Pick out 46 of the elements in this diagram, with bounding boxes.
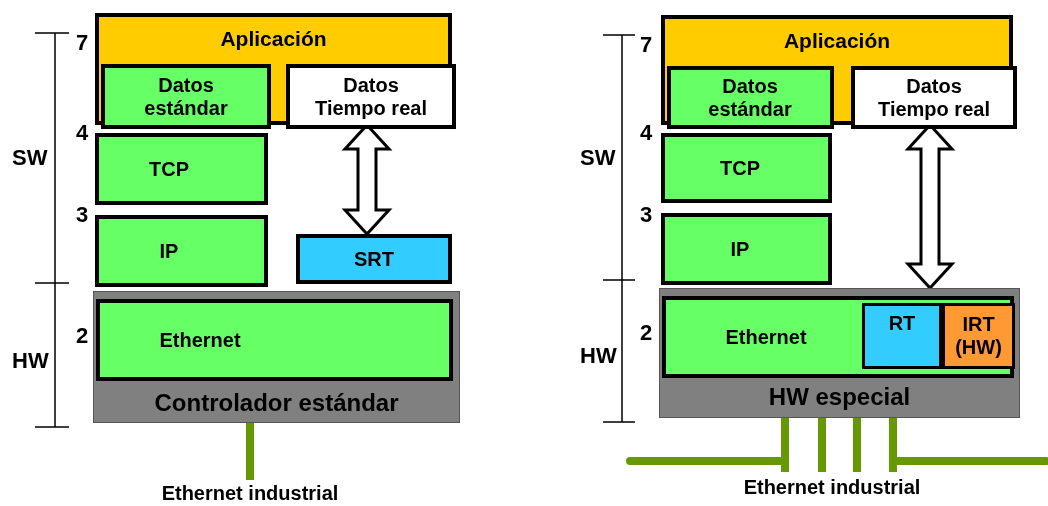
network-label: Ethernet industrial: [743, 475, 921, 499]
layer-label: Datos estándar: [143, 73, 229, 120]
level-label: HW: [12, 348, 49, 374]
layer-label: Datos estándar: [707, 74, 793, 121]
layer-box: [95, 133, 268, 205]
level-label: SW: [12, 145, 48, 171]
layer-box: [851, 66, 1017, 129]
layer-number: 2: [76, 323, 89, 349]
layer-box: [96, 299, 453, 381]
layer-number: 7: [640, 32, 653, 58]
layer-label: Datos Tiempo real: [877, 74, 991, 121]
network-label: Ethernet industrial: [161, 481, 339, 505]
layer-label: Ethernet: [159, 328, 241, 352]
layer-box: [101, 64, 271, 129]
layer-label: IRT (HW): [954, 313, 1003, 359]
layer-label: Ethernet: [725, 325, 807, 349]
layer-label: IP: [730, 237, 750, 261]
layer-number: 3: [640, 202, 653, 228]
layer-box: [286, 64, 456, 129]
hardware-block: [93, 291, 460, 423]
block-title: Controlador estándar: [154, 389, 399, 417]
layer-number: 7: [76, 30, 89, 56]
layer-label: Datos Tiempo real: [314, 73, 428, 120]
layer-label: RT: [888, 311, 916, 335]
layer-box: [862, 303, 942, 369]
layer-label: Aplicación: [220, 26, 327, 52]
layer-number: 4: [76, 120, 89, 146]
layer-box: [942, 303, 1015, 369]
layer-box: [661, 213, 832, 285]
layer-label: TCP: [149, 157, 189, 181]
layer-number: 3: [76, 202, 89, 228]
level-label: HW: [580, 343, 617, 369]
layer-box: [667, 66, 834, 129]
layer-label: IP: [159, 239, 179, 263]
layer-label: TCP: [720, 156, 760, 180]
layer-box: [662, 296, 1014, 378]
hardware-block: [659, 288, 1020, 418]
level-label: SW: [580, 145, 616, 171]
layer-box: [95, 215, 268, 287]
layer-number: 4: [640, 120, 653, 146]
block-title: HW especial: [768, 383, 911, 411]
layer-box: [661, 133, 832, 203]
layer-label: SRT: [354, 247, 394, 271]
layer-number: 2: [640, 320, 653, 346]
layer-box: [296, 234, 452, 284]
layer-label: Aplicación: [783, 28, 891, 54]
